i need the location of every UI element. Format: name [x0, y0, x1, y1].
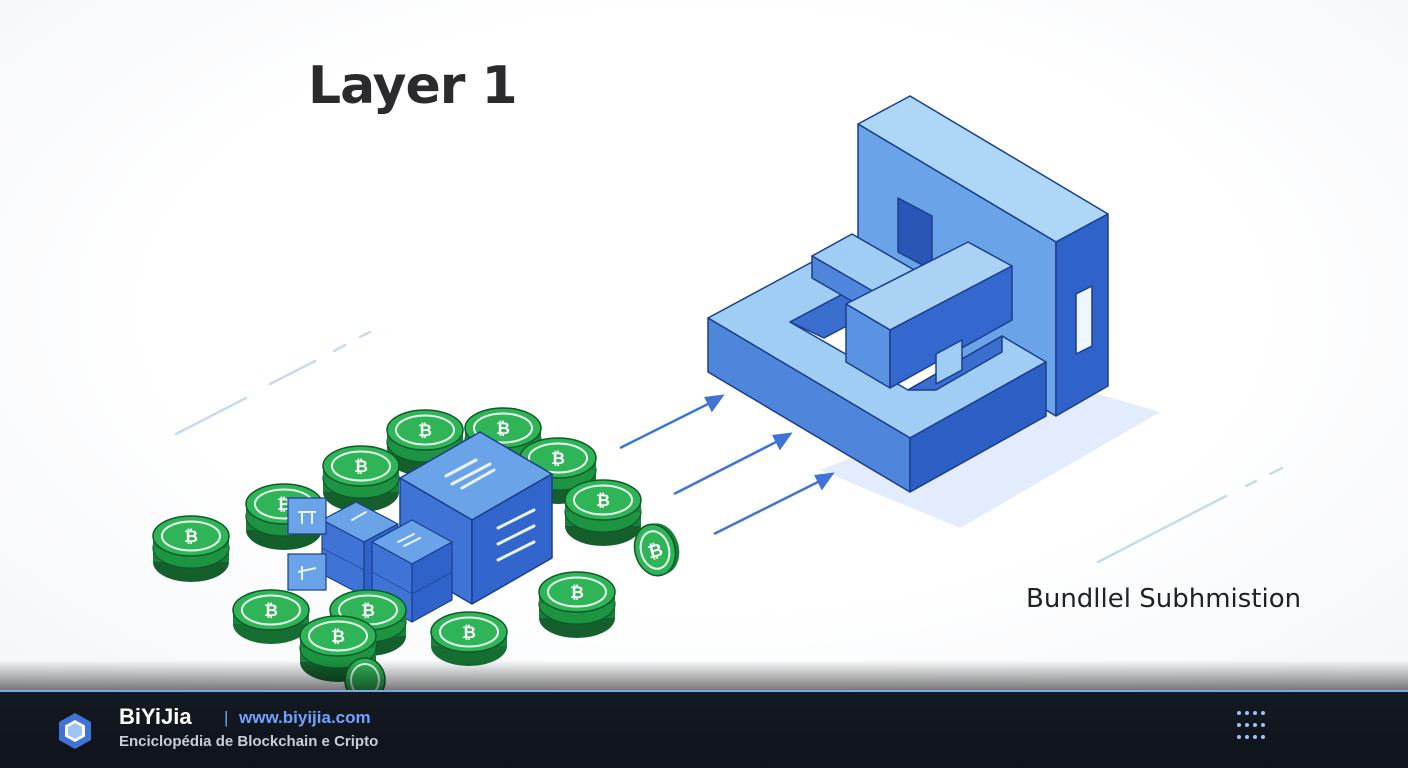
brand-separator: |: [224, 708, 229, 727]
hexagon-logo-icon: [59, 713, 91, 749]
brand-tagline: Enciclopédia de Blockchain e Cripto: [119, 733, 379, 750]
bitcoin-coin-icon: [322, 445, 400, 513]
illustration-scene: ₿ ₿: [0, 0, 1408, 690]
grid-dots-icon[interactable]: [1234, 708, 1268, 742]
bitcoin-coin-icon: [430, 611, 508, 667]
brand-footer: BiYiJia | www.biyijia.com Enciclopédia d…: [0, 690, 1408, 768]
arrows: [619, 394, 835, 536]
bitcoin-coin-icon: [152, 515, 230, 583]
bitcoin-coin-icon: [564, 479, 642, 547]
brand-name: BiYiJia: [119, 704, 192, 729]
bundle-caption: Bundllel Subhmistion: [1026, 584, 1302, 614]
u-block: [707, 261, 1047, 493]
motion-lines: [174, 330, 1284, 564]
footer-shadow: [0, 660, 1408, 692]
bitcoin-coin-icon: [232, 589, 310, 645]
bitcoin-coin-icon: [538, 571, 616, 639]
website-link[interactable]: www.biyijia.com: [239, 708, 371, 727]
center-bar: [811, 233, 1013, 389]
tilted-coin: ₿: [633, 523, 680, 577]
tiles: [287, 497, 327, 591]
svg-text:₿: ₿: [646, 539, 666, 563]
layer-heading: Layer 1: [308, 56, 518, 116]
structure-shadow: [820, 380, 1160, 528]
blockchain-illustration: ₿ ₿: [152, 95, 1284, 690]
